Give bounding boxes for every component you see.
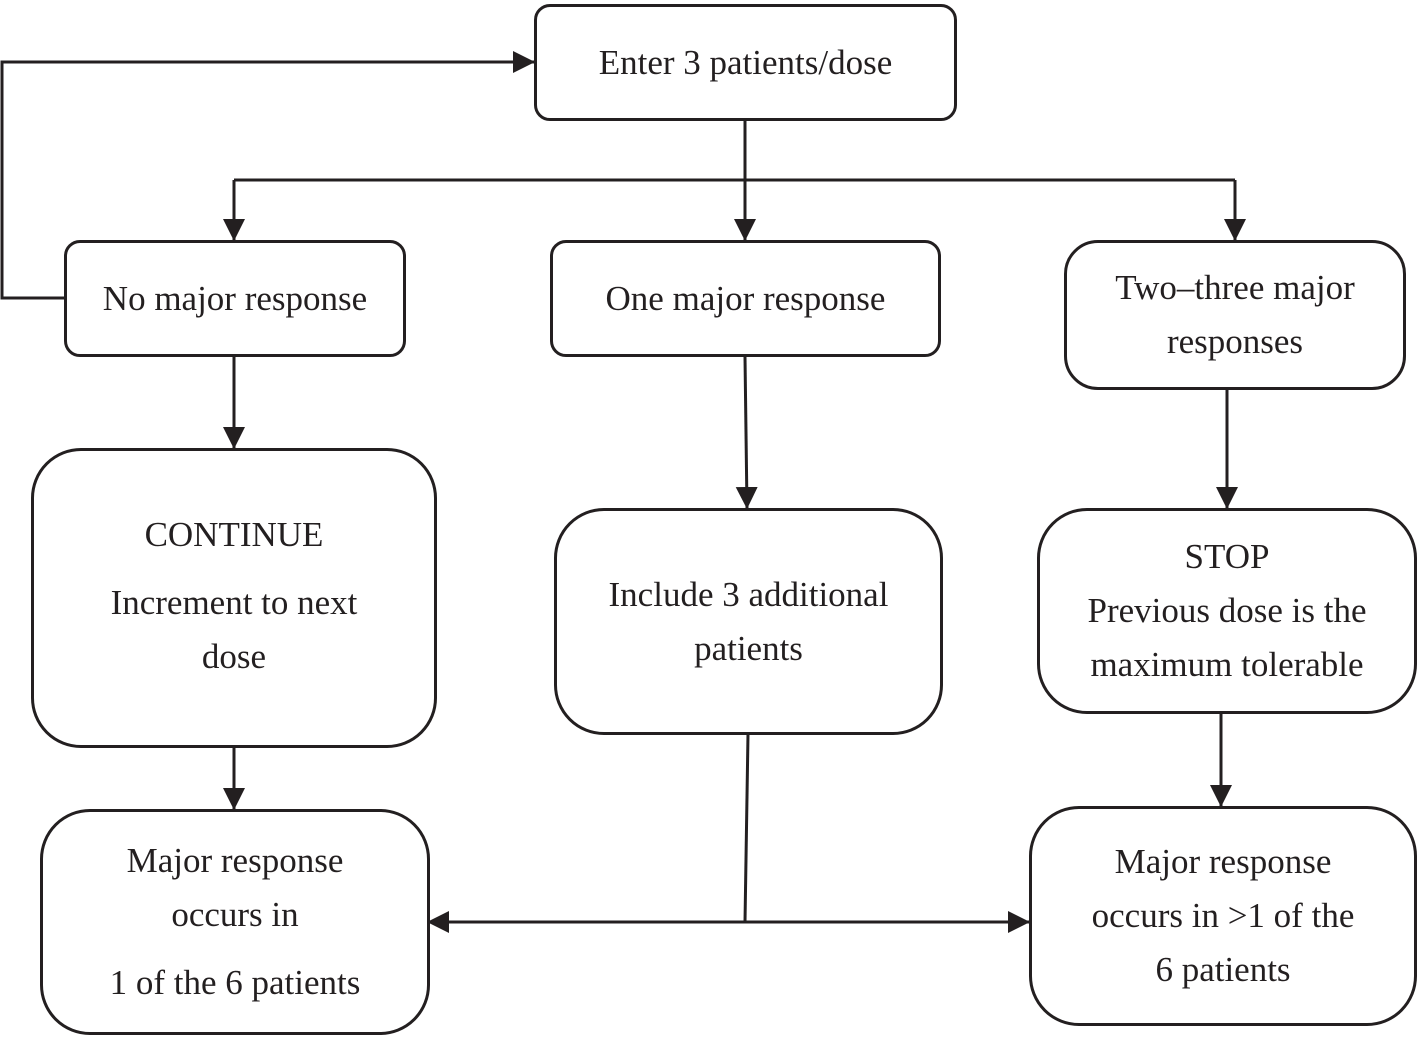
node-stop-line-3: maximum tolerable	[1090, 645, 1364, 684]
node-one-major-response-label: One major response	[605, 278, 886, 318]
node-two-three-line-2: responses	[1166, 322, 1304, 361]
edge-one-response-to-include	[735, 356, 758, 509]
node-include-line-2: patients	[694, 628, 803, 668]
node-two-three-major-responses: Two–three major responses	[1064, 240, 1406, 390]
node-major-more-line-2: occurs in >1 of the	[1091, 896, 1355, 935]
node-major-one-line-1: Major response	[126, 841, 344, 880]
edge-include-trunk	[743, 733, 750, 923]
node-include-line-1: Include 3 additional	[608, 574, 889, 614]
node-major-one-line-3: 1 of the 6 patients	[109, 963, 361, 1002]
node-include-additional: Include 3 additional patients	[554, 508, 943, 735]
node-one-major-response: One major response	[550, 240, 941, 357]
node-continue-line-2: Increment to next	[110, 583, 358, 622]
node-two-three-line-1: Two–three major	[1115, 268, 1355, 307]
node-continue-heading: CONTINUE	[144, 515, 324, 554]
edge-no-response-loop-to-enter	[0, 51, 535, 300]
node-major-one-of-six: Major response occurs in 1 of the 6 pati…	[40, 809, 430, 1035]
node-major-more-line-3: 6 patients	[1155, 950, 1291, 989]
node-stop-heading: STOP	[1184, 537, 1270, 576]
node-continue-line-3: dose	[201, 637, 267, 676]
node-enter-patients: Enter 3 patients/dose	[534, 4, 957, 121]
node-no-major-response: No major response	[64, 240, 406, 357]
node-stop: STOP Previous dose is the maximum tolera…	[1037, 508, 1417, 714]
node-enter-label: Enter 3 patients/dose	[598, 42, 893, 82]
node-stop-line-2: Previous dose is the	[1087, 591, 1367, 630]
node-continue: CONTINUE Increment to next dose	[31, 448, 437, 748]
node-major-one-line-2: occurs in	[171, 895, 299, 934]
node-major-more-than-one: Major response occurs in >1 of the 6 pat…	[1029, 806, 1417, 1026]
node-major-more-line-1: Major response	[1114, 842, 1332, 881]
node-no-major-response-label: No major response	[102, 278, 368, 318]
